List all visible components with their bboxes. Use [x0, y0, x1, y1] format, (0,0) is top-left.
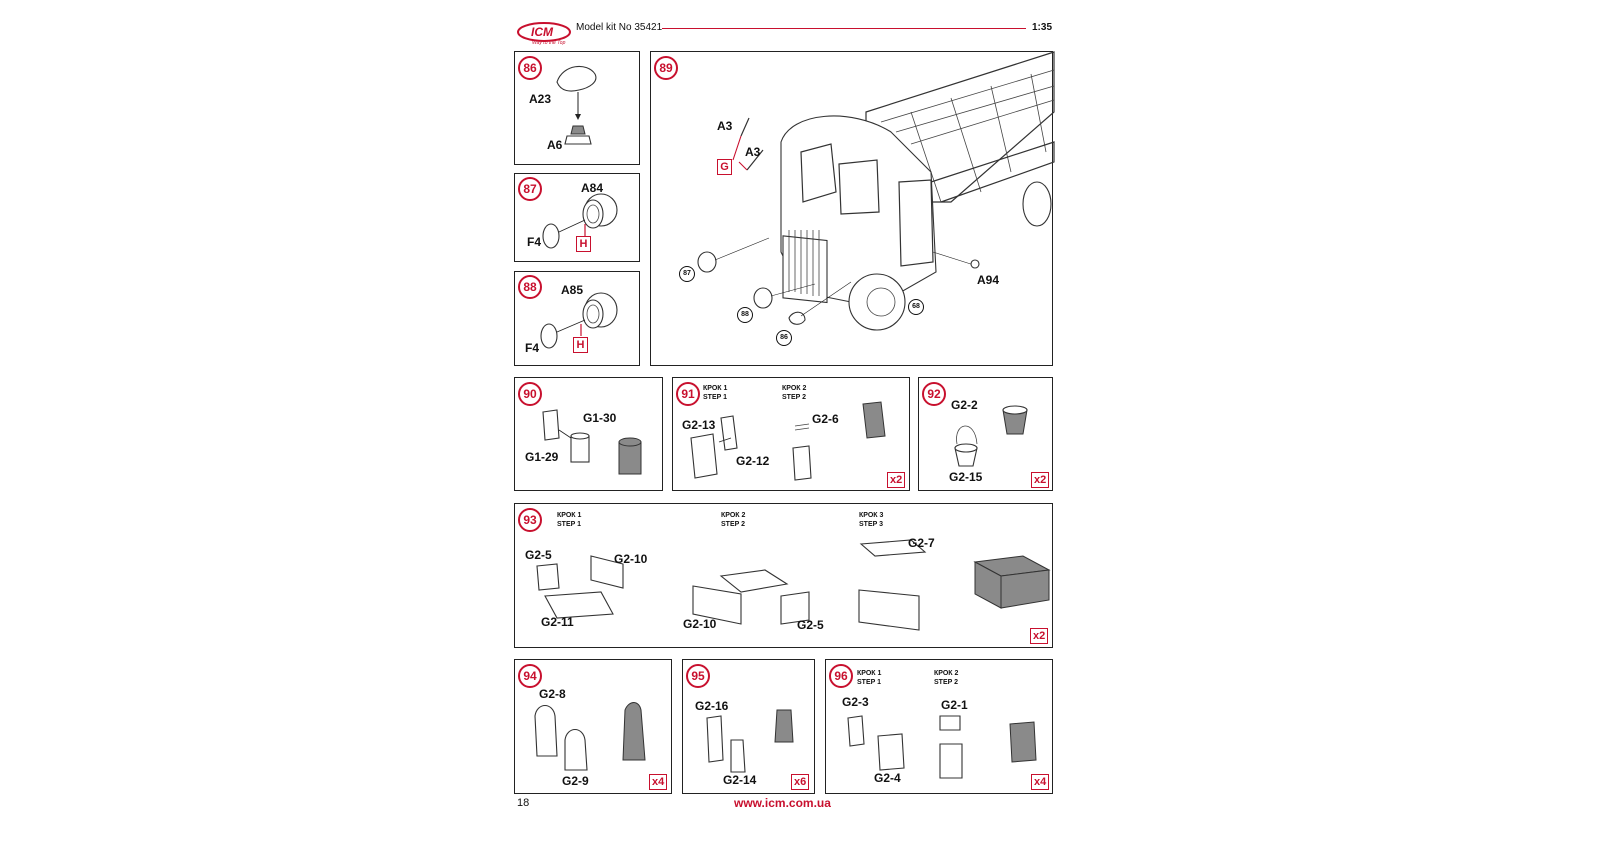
step-number: 89 [654, 56, 678, 80]
kit-label: Model kit No 35421 [576, 22, 663, 33]
visor-diagram [556, 65, 597, 145]
ref-step-number: 68 [908, 299, 924, 315]
step-89-panel: 89 A3 A3 G A94 87 88 [650, 51, 1055, 366]
part-label: G2-15 [949, 470, 983, 484]
part-label: G2-2 [951, 398, 978, 412]
step-number: 86 [518, 56, 542, 80]
part-label: G2-8 [539, 687, 566, 701]
scale-label: 1:35 [1032, 22, 1053, 33]
step-number: 96 [829, 664, 853, 688]
part-label: G2-14 [723, 773, 757, 787]
part-label: G2-5 [797, 618, 824, 632]
part-label: G2-13 [682, 418, 716, 432]
bucket-diagram [954, 405, 1028, 467]
logo-tagline: Way to the Top [532, 40, 566, 46]
quantity-badge: x6 [791, 774, 810, 790]
step-number: 88 [518, 275, 542, 299]
part-label: G2-3 [842, 695, 869, 709]
part-label: G1-29 [525, 450, 559, 464]
headlight-diagram [540, 292, 618, 349]
step-88-panel: 88 A85 F4 H [514, 271, 640, 366]
step-number: 87 [518, 177, 542, 201]
quantity-badge: x4 [649, 774, 668, 790]
part-label: G2-9 [562, 774, 589, 788]
page-number: 18 [517, 797, 530, 809]
quantity-badge: x4 [1031, 774, 1050, 790]
part-label: G2-4 [874, 771, 901, 785]
step-94-panel: 94 G2-8 G2-9 x4 [514, 659, 672, 794]
canteen-diagram [847, 715, 1037, 779]
part-label: G2-1 [941, 698, 968, 712]
header-rule [662, 28, 1026, 29]
step-86-panel: 86 A23 A6 [514, 51, 640, 165]
step-number: 91 [676, 382, 700, 406]
bottle-diagram [706, 709, 794, 773]
quantity-badge: x2 [1030, 628, 1049, 644]
step-90-panel: 90 G1-30 G1-29 [514, 377, 663, 491]
part-label: G2-6 [812, 412, 839, 426]
part-label: G2-12 [736, 454, 770, 468]
part-label: A84 [581, 181, 604, 195]
decal-marker: H [576, 236, 591, 252]
part-label: G2-10 [683, 617, 717, 631]
quantity-badge: x2 [887, 472, 906, 488]
decal-marker: G [717, 159, 732, 175]
part-label: A3 [745, 145, 761, 159]
website-link[interactable]: www.icm.com.ua [734, 796, 831, 810]
crate-diagram [536, 539, 1051, 631]
part-label: G2-5 [525, 548, 552, 562]
part-label: A94 [977, 273, 1000, 287]
decal-marker: H [573, 337, 588, 353]
step-87-panel: 87 A84 F4 H [514, 173, 640, 262]
part-label: A6 [547, 138, 563, 152]
ref-step-number: 88 [737, 307, 753, 323]
part-label: A85 [561, 283, 584, 297]
part-label: G1-30 [583, 411, 617, 425]
part-label: G2-10 [614, 552, 648, 566]
part-label: F4 [525, 341, 540, 355]
svg-text:ICM: ICM [531, 25, 554, 39]
part-label: G2-7 [908, 536, 935, 550]
icm-logo: ICM Way to the Top [516, 20, 572, 48]
sack-diagram [534, 702, 646, 771]
step-95-panel: 95 G2-16 G2-14 x6 [682, 659, 815, 794]
canister-diagram [542, 409, 642, 475]
headlight-diagram [542, 193, 618, 249]
truck-diagram [697, 51, 1055, 331]
step-92-panel: 92 G2-2 G2-15 x2 [918, 377, 1053, 491]
icm-logo-icon: ICM [517, 22, 571, 42]
part-label: G2-11 [541, 615, 574, 629]
part-label: G2-16 [695, 699, 729, 713]
jerrycan-diagram [690, 401, 886, 481]
ref-step-number: 86 [776, 330, 792, 346]
part-label: F4 [527, 235, 542, 249]
step-number: 92 [922, 382, 946, 406]
ref-step-number: 87 [679, 266, 695, 282]
part-label: A23 [529, 92, 552, 106]
step-number: 90 [518, 382, 542, 406]
step-number: 94 [518, 664, 542, 688]
step-number: 93 [518, 508, 542, 532]
step-number: 95 [686, 664, 710, 688]
part-label: A3 [717, 119, 733, 133]
quantity-badge: x2 [1031, 472, 1050, 488]
